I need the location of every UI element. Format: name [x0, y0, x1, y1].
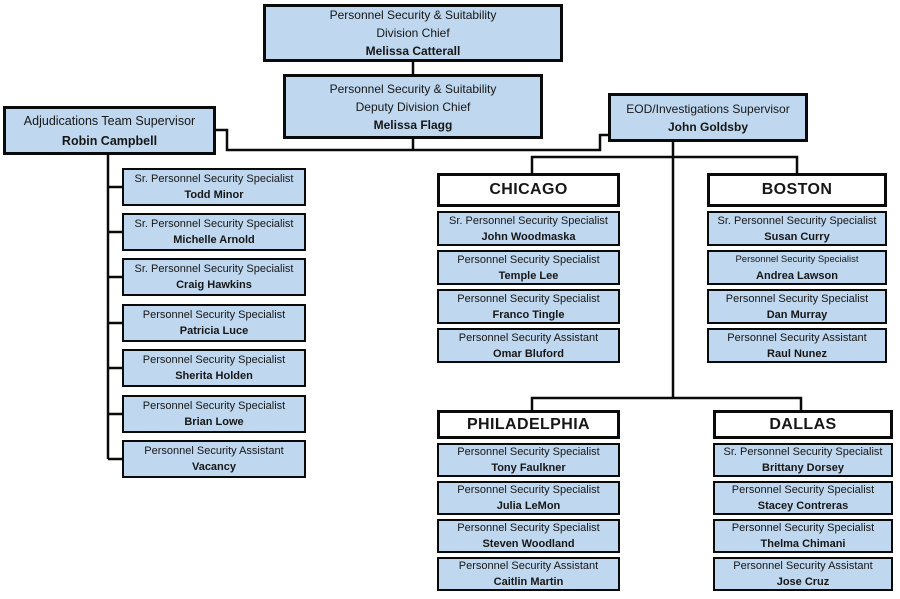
- box-philadelphia-member: Personnel Security Specialist Steven Woo…: [437, 519, 620, 553]
- box-chicago-member: Personnel Security Specialist Franco Tin…: [437, 289, 620, 324]
- member-name: Todd Minor: [184, 189, 244, 201]
- member-title: Personnel Security Specialist: [725, 292, 869, 305]
- member-title: Personnel Security Specialist: [142, 309, 286, 321]
- office-city-label: BOSTON: [761, 181, 833, 198]
- member-title: Sr. Personnel Security Specialist: [134, 173, 294, 185]
- box-adjudications-member: Personnel Security Specialist Patricia L…: [122, 304, 306, 342]
- eod-supervisor-name: John Goldsby: [667, 119, 748, 134]
- office-header-philadelphia: PHILADELPHIA: [437, 410, 620, 439]
- box-dallas-member: Personnel Security Assistant Jose Cruz: [713, 557, 893, 591]
- deputy-title-line2: Deputy Division Chief: [355, 99, 471, 114]
- box-philadelphia-member: Personnel Security Specialist Tony Faulk…: [437, 443, 620, 477]
- member-name: Patricia Luce: [179, 325, 249, 337]
- box-adjudications-supervisor: Adjudications Team Supervisor Robin Camp…: [3, 106, 216, 155]
- member-name: John Woodmaska: [481, 230, 576, 243]
- box-division-chief: Personnel Security & Suitability Divisio…: [263, 4, 563, 62]
- member-name: Brittany Dorsey: [762, 462, 844, 474]
- office-city-label: CHICAGO: [489, 181, 568, 198]
- box-adjudications-member: Sr. Personnel Security Specialist Craig …: [122, 258, 306, 296]
- member-title: Sr. Personnel Security Specialist: [134, 218, 294, 230]
- member-name: Tony Faulkner: [491, 462, 566, 474]
- connector-adjudications-stubs: [108, 185, 122, 461]
- member-name: Omar Bluford: [493, 347, 564, 360]
- member-name: Susan Curry: [764, 230, 830, 243]
- member-name: Steven Woodland: [482, 538, 575, 550]
- box-chicago-member: Personnel Security Specialist Temple Lee: [437, 250, 620, 285]
- member-name: Sherita Holden: [175, 370, 253, 382]
- box-boston-member: Sr. Personnel Security Specialist Susan …: [707, 211, 887, 246]
- member-name: Caitlin Martin: [493, 576, 564, 588]
- box-boston-member: Personnel Security Assistant Raul Nunez: [707, 328, 887, 363]
- member-title: Personnel Security Assistant: [727, 331, 867, 344]
- box-deputy-division-chief: Personnel Security & Suitability Deputy …: [283, 74, 543, 139]
- member-name: Julia LeMon: [496, 500, 561, 512]
- box-dallas-member: Personnel Security Specialist Thelma Chi…: [713, 519, 893, 553]
- member-title: Personnel Security Specialist: [457, 484, 600, 496]
- member-title: Personnel Security Specialist: [457, 522, 600, 534]
- box-adjudications-member: Personnel Security Assistant Vacancy: [122, 440, 306, 478]
- division-chief-name: Melissa Catterall: [365, 44, 461, 58]
- member-title: Sr. Personnel Security Specialist: [134, 263, 294, 275]
- box-adjudications-member: Sr. Personnel Security Specialist Todd M…: [122, 168, 306, 206]
- deputy-title-line1: Personnel Security & Suitability: [329, 81, 497, 96]
- member-name: Vacancy: [191, 461, 237, 473]
- connector-supervisor-bus: [216, 128, 608, 152]
- member-title: Personnel Security Assistant: [733, 560, 873, 572]
- box-adjudications-member: Personnel Security Specialist Sherita Ho…: [122, 349, 306, 387]
- member-title: Personnel Security Specialist: [731, 522, 875, 534]
- member-name: Andrea Lawson: [756, 269, 838, 282]
- box-boston-member: Personnel Security Specialist Dan Murray: [707, 289, 887, 324]
- member-name: Raul Nunez: [767, 347, 827, 360]
- member-title: Personnel Security Specialist: [457, 253, 600, 266]
- member-title: Personnel Security Specialist: [457, 292, 600, 305]
- division-chief-title-line1: Personnel Security & Suitability: [329, 8, 497, 22]
- box-boston-member: Personnel Security Specialist Andrea Law…: [707, 250, 887, 285]
- member-name: Stacey Contreras: [757, 500, 849, 512]
- box-philadelphia-member: Personnel Security Specialist Julia LeMo…: [437, 481, 620, 515]
- eod-supervisor-title: EOD/Investigations Supervisor: [626, 101, 790, 116]
- member-name: Michelle Arnold: [173, 234, 255, 246]
- box-adjudications-member: Sr. Personnel Security Specialist Michel…: [122, 213, 306, 251]
- member-title: Personnel Security Specialist: [735, 253, 859, 265]
- member-title: Personnel Security Assistant: [458, 331, 599, 344]
- box-chicago-member: Sr. Personnel Security Specialist John W…: [437, 211, 620, 246]
- member-name: Thelma Chimani: [760, 538, 846, 550]
- office-city-label: PHILADELPHIA: [466, 415, 591, 433]
- member-title: Sr. Personnel Security Specialist: [449, 214, 608, 227]
- member-title: Sr. Personnel Security Specialist: [717, 214, 877, 227]
- member-title: Sr. Personnel Security Specialist: [723, 446, 883, 458]
- member-title: Personnel Security Assistant: [458, 560, 599, 572]
- member-title: Personnel Security Specialist: [731, 484, 875, 496]
- member-name: Jose Cruz: [776, 576, 830, 588]
- member-name: Dan Murray: [766, 308, 828, 321]
- box-chicago-member: Personnel Security Assistant Omar Blufor…: [437, 328, 620, 363]
- box-dallas-member: Personnel Security Specialist Stacey Con…: [713, 481, 893, 515]
- box-philadelphia-member: Personnel Security Assistant Caitlin Mar…: [437, 557, 620, 591]
- member-name: Craig Hawkins: [176, 279, 252, 291]
- office-header-chicago: CHICAGO: [437, 173, 620, 207]
- adjudications-supervisor-title: Adjudications Team Supervisor: [23, 113, 196, 128]
- box-adjudications-member: Personnel Security Specialist Brian Lowe: [122, 395, 306, 433]
- box-eod-supervisor: EOD/Investigations Supervisor John Golds…: [608, 93, 808, 142]
- box-dallas-member: Sr. Personnel Security Specialist Britta…: [713, 443, 893, 477]
- connector-chicago-boston-branch: [530, 155, 799, 173]
- deputy-name: Melissa Flagg: [373, 117, 453, 132]
- member-name: Brian Lowe: [184, 416, 244, 428]
- division-chief-title-line2: Division Chief: [376, 26, 450, 40]
- member-name: Franco Tingle: [492, 308, 565, 321]
- office-city-label: DALLAS: [769, 415, 837, 433]
- adjudications-supervisor-name: Robin Campbell: [61, 133, 158, 148]
- member-title: Personnel Security Specialist: [457, 446, 600, 458]
- member-title: Personnel Security Specialist: [142, 354, 286, 366]
- member-name: Temple Lee: [498, 269, 559, 282]
- member-title: Personnel Security Assistant: [144, 445, 284, 457]
- office-header-dallas: DALLAS: [713, 410, 893, 439]
- office-header-boston: BOSTON: [707, 173, 887, 207]
- connector-philadelphia-dallas-branch: [530, 396, 803, 410]
- member-title: Personnel Security Specialist: [142, 400, 286, 412]
